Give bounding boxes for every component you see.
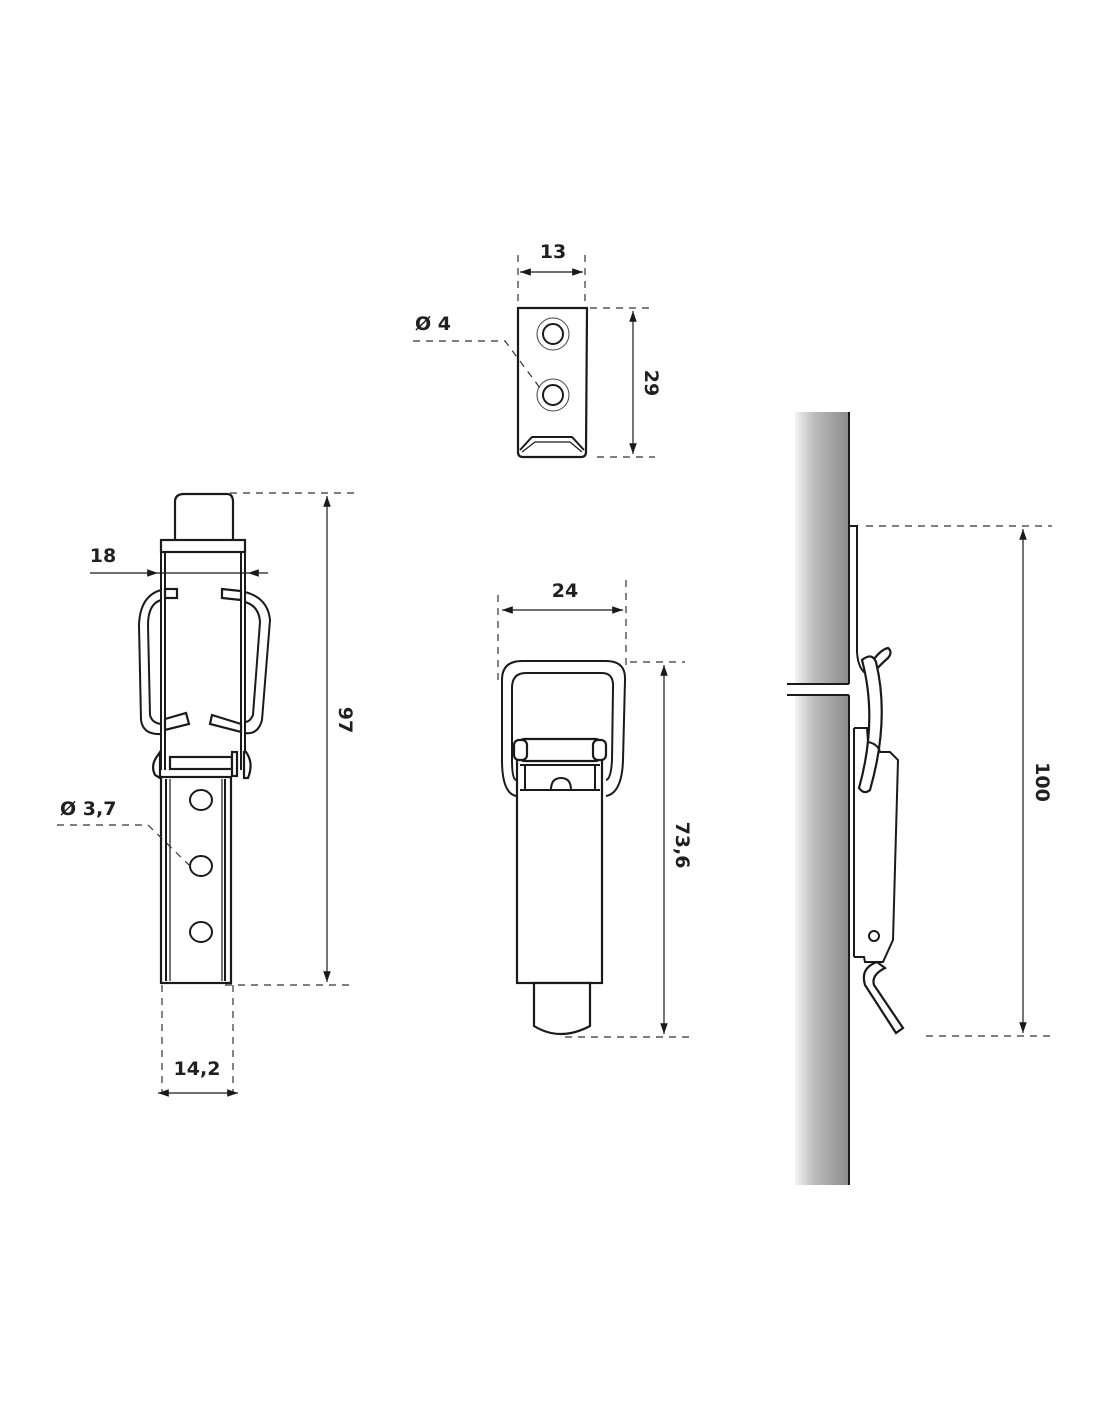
tab [163, 587, 179, 600]
countersink-ring [536, 378, 570, 412]
strike-hook-edge [519, 436, 585, 451]
hinge-pin [168, 755, 234, 771]
strike-plate-view: 13 Ø 4 29 [413, 241, 662, 459]
mounting-hole [189, 855, 213, 877]
lever-bottom-tab [532, 981, 592, 1036]
lower-panel [795, 695, 849, 1185]
hinge-pin-end [591, 738, 608, 762]
wire-loop-left [137, 589, 162, 736]
hinge-pin-head [230, 750, 239, 778]
dim-latch-total-height: 97 [334, 707, 356, 733]
dim-strike-width: 13 [540, 241, 566, 263]
tab [220, 587, 243, 602]
mounting-hole [542, 384, 564, 406]
dim-latch-lever-width: 18 [90, 545, 116, 567]
hinge-knuckle-right [242, 750, 252, 780]
countersink-ring [536, 317, 570, 351]
tab [208, 713, 243, 734]
wire-loop-right-inner [244, 601, 262, 723]
latch-side-view: 100 [787, 412, 1053, 1185]
dim-mounted-height: 100 [1031, 762, 1053, 802]
tab [163, 711, 191, 732]
strike-plate-side [850, 525, 869, 676]
wire-ring-inner [511, 672, 615, 781]
wire-loop-side [857, 655, 883, 794]
latch-closed-view: 24 73,6 [497, 580, 693, 1038]
lever-hole [550, 776, 572, 791]
strike-hook-edge-inner [521, 441, 583, 453]
latch-top-bar [159, 538, 247, 554]
dim-closed-width: 24 [552, 580, 578, 602]
mounting-hole [189, 921, 213, 943]
dim-latch-base-width: 14,2 [174, 1058, 221, 1080]
upper-panel [795, 412, 849, 684]
lever-foot [862, 960, 905, 1035]
wire-loop-left-inner [146, 599, 162, 725]
latch-base-side [854, 727, 900, 963]
hinge-pin-end [512, 738, 529, 762]
latch-base-plate [159, 775, 233, 985]
leader-line [413, 340, 541, 389]
wire-ring-outer [501, 660, 627, 797]
latch-lever-body [515, 756, 604, 985]
rivet [868, 930, 880, 942]
mounting-hole [189, 789, 213, 811]
dim-strike-height: 29 [640, 370, 662, 396]
hinge-pin [518, 737, 602, 763]
mounting-hole [542, 323, 564, 345]
dim-closed-height: 73,6 [671, 822, 693, 869]
latch-front-view: 18 97 Ø 3,7 14,2 [57, 492, 356, 1097]
dim-latch-hole-diameter: Ø 3,7 [60, 798, 116, 820]
latch-top-tab [173, 492, 235, 545]
leader-line [57, 824, 191, 867]
dim-strike-hole-diameter: Ø 4 [415, 313, 451, 335]
hinge-knuckle-left [151, 748, 162, 780]
strike-plate-body [516, 306, 589, 459]
wire-loop-right [244, 591, 272, 735]
